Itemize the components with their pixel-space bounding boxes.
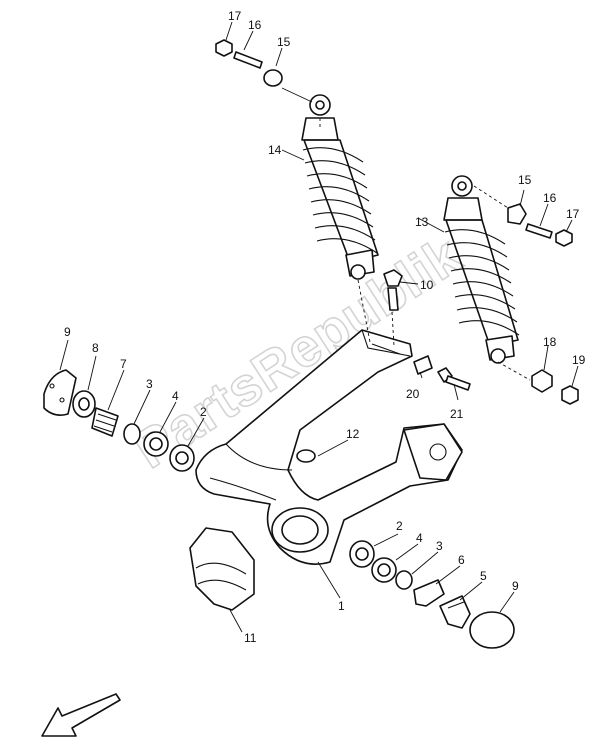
nut-18: [531, 369, 553, 393]
callout-15-right: 15: [518, 173, 532, 187]
callout-15-top: 15: [277, 35, 291, 49]
cap-9-right: [469, 611, 515, 649]
callout-2-left: 2: [200, 405, 207, 419]
washer-15-top: [263, 69, 283, 87]
nut-19: [561, 385, 579, 405]
callout-8: 8: [92, 341, 99, 355]
callout-4-right: 4: [416, 531, 423, 545]
callout-12: 12: [346, 427, 360, 441]
callout-5: 5: [480, 569, 487, 583]
callout-16-top: 16: [248, 18, 262, 32]
callout-3-right: 3: [436, 539, 443, 553]
callout-1: 1: [338, 599, 345, 613]
bolt-10: [383, 269, 403, 311]
collar-3-left: [123, 423, 141, 445]
callout-14: 14: [268, 143, 282, 157]
callout-9-left: 9: [64, 325, 71, 339]
collar-20: [413, 355, 433, 375]
arrow-down-left-icon: [41, 693, 121, 737]
bolt-21: [437, 367, 471, 391]
swingarm-1: [195, 329, 463, 565]
bolt-16-right: [525, 223, 553, 239]
pivot-left-stack: [43, 369, 195, 472]
shock-absorber-13: [443, 175, 520, 364]
collar-3-right: [395, 570, 413, 590]
callout-21: 21: [450, 407, 464, 421]
callout-4-left: 4: [172, 389, 179, 403]
shock-absorber-14: [301, 94, 379, 280]
callout-11: 11: [244, 631, 257, 645]
cap-9-left: [43, 369, 77, 416]
shaft-7: [91, 407, 119, 437]
callout-10: 10: [420, 278, 434, 292]
callout-3-left: 3: [146, 377, 153, 391]
leader-lines: [59, 21, 579, 633]
cover-11: [189, 527, 255, 611]
callout-16-right: 16: [543, 191, 557, 205]
callout-numbers: 17 16 15 14 13 15 16 17 10 18 19 20 21 1…: [64, 9, 586, 645]
washer-15-right: [507, 203, 527, 225]
bolt-16-top: [233, 51, 263, 69]
callout-18: 18: [543, 335, 557, 349]
callout-13: 13: [415, 215, 429, 229]
callout-17-right: 17: [566, 207, 580, 221]
callout-9-right: 9: [512, 579, 519, 593]
callout-2-right: 2: [396, 519, 403, 533]
lock-plate-6: [413, 579, 445, 607]
nut-17-top: [215, 39, 233, 57]
nut-17-right: [555, 229, 573, 247]
hardware-right: [507, 203, 573, 247]
callout-17-top: 17: [228, 9, 242, 23]
callout-19: 19: [572, 353, 586, 367]
callout-6: 6: [458, 553, 465, 567]
cap-12: [296, 449, 316, 463]
callout-20: 20: [406, 387, 420, 401]
pivot-right-stack: [349, 540, 515, 649]
pivot-shaft-5: [439, 595, 471, 629]
callout-7: 7: [120, 357, 127, 371]
hardware-top-left: [215, 39, 283, 87]
